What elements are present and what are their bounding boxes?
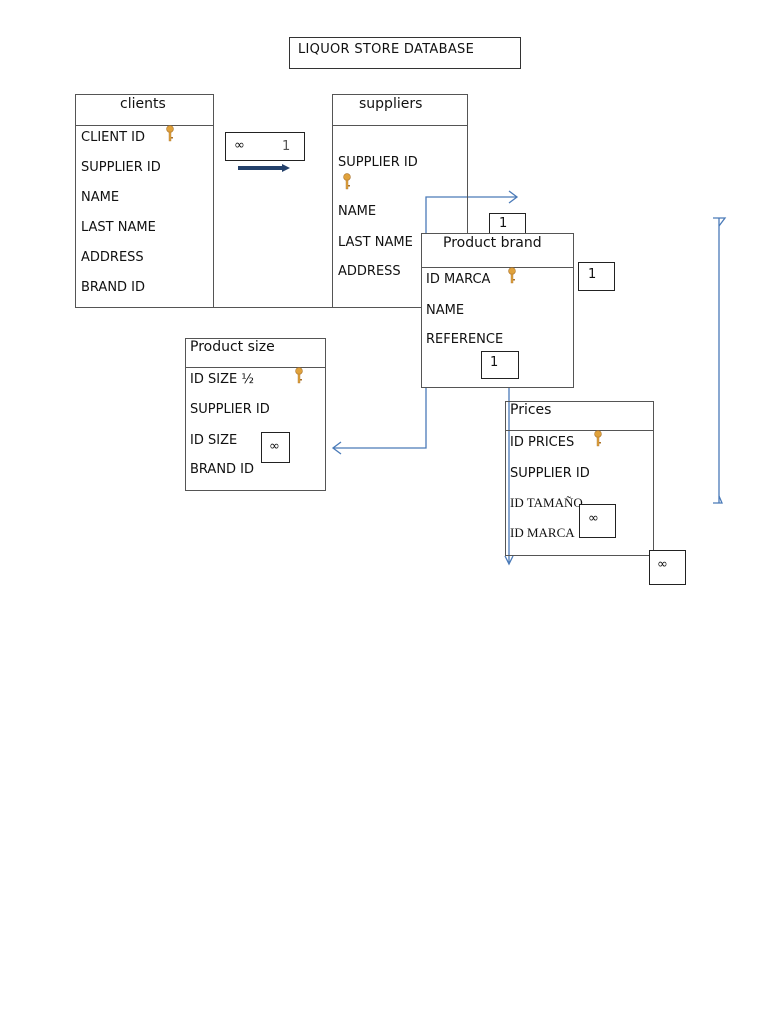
clients-field: BRAND ID [81, 280, 146, 295]
suppliers-field: ADDRESS [338, 264, 401, 279]
product-size-field: SUPPLIER ID [190, 402, 270, 417]
product-brand-field: ID MARCA [426, 272, 491, 287]
product-brand-table-header: Product brand [422, 234, 573, 268]
product-brand-field: REFERENCE [426, 332, 504, 347]
diagram-title-box: LIQUOR STORE DATABASE [289, 37, 521, 69]
cardinality-size-id-label: ∞ [269, 439, 280, 454]
cardinality-brand-reference: 1 [481, 351, 519, 379]
clients-table: clients CLIENT ID SUPPLIER ID NAME LAST … [75, 94, 214, 308]
suppliers-table-header: suppliers [333, 95, 467, 126]
clients-table-header: clients [76, 95, 213, 126]
key-icon [594, 430, 602, 447]
key-icon [508, 267, 516, 284]
key-icon [166, 125, 174, 142]
cardinality-brand-right-label: 1 [588, 267, 597, 282]
product-brand-table-title: Product brand [443, 235, 542, 251]
suppliers-table: suppliers SUPPLIER ID NAME LAST NAME ADD… [332, 94, 468, 308]
clients-field: SUPPLIER ID [81, 160, 161, 175]
cardinality-prices-bottom: ∞ [649, 550, 686, 585]
brand-to-size-connector [331, 388, 427, 455]
product-size-table-title: Product size [190, 339, 275, 355]
suppliers-table-title: suppliers [359, 96, 423, 112]
clients-field: CLIENT ID [81, 130, 146, 145]
key-icon [343, 173, 351, 190]
product-size-field: BRAND ID [190, 462, 255, 477]
cardinality-prices-tamano-label: ∞ [588, 511, 599, 526]
clients-field: NAME [81, 190, 120, 205]
cardinality-brand-top-label: 1 [499, 216, 508, 231]
clients-suppliers-baseline [214, 307, 332, 308]
product-size-table-header: Product size [186, 339, 325, 368]
prices-field: SUPPLIER ID [510, 466, 590, 481]
cardinality-many: ∞ [234, 138, 245, 153]
key-icon [295, 367, 303, 384]
prices-table: Prices ID PRICES SUPPLIER ID ID TAMAÑO I… [505, 401, 654, 556]
cardinality-size-id: ∞ [261, 432, 290, 463]
product-size-table: Product size ID SIZE ½ SUPPLIER ID ID SI… [185, 338, 326, 491]
clients-field: LAST NAME [81, 220, 156, 235]
prices-table-title: Prices [510, 402, 552, 418]
prices-field: ID MARCA [510, 525, 575, 540]
cardinality-prices-tamano: ∞ [579, 504, 616, 538]
suppliers-field: NAME [338, 204, 377, 219]
product-size-field: ID SIZE [190, 433, 238, 448]
product-size-field: ID SIZE ½ [190, 372, 254, 387]
cardinality-prices-bottom-label: ∞ [657, 557, 668, 572]
prices-field: ID TAMAÑO [510, 495, 583, 510]
clients-field: ADDRESS [81, 250, 144, 265]
cardinality-many-to-one: ∞ 1 [225, 132, 305, 161]
cardinality-brand-top: 1 [489, 213, 526, 235]
right-vertical-connector [713, 217, 727, 504]
prices-field: ID PRICES [510, 435, 575, 450]
cardinality-brand-right: 1 [578, 262, 615, 291]
diagram-title: LIQUOR STORE DATABASE [298, 42, 475, 57]
cardinality-brand-reference-label: 1 [490, 355, 499, 370]
clients-table-title: clients [120, 96, 166, 112]
product-brand-field: NAME [426, 303, 465, 318]
prices-table-header: Prices [506, 402, 653, 431]
suppliers-field: SUPPLIER ID [338, 155, 418, 170]
clients-suppliers-arrow [238, 164, 290, 172]
cardinality-one: 1 [282, 139, 291, 154]
suppliers-field: LAST NAME [338, 235, 413, 250]
